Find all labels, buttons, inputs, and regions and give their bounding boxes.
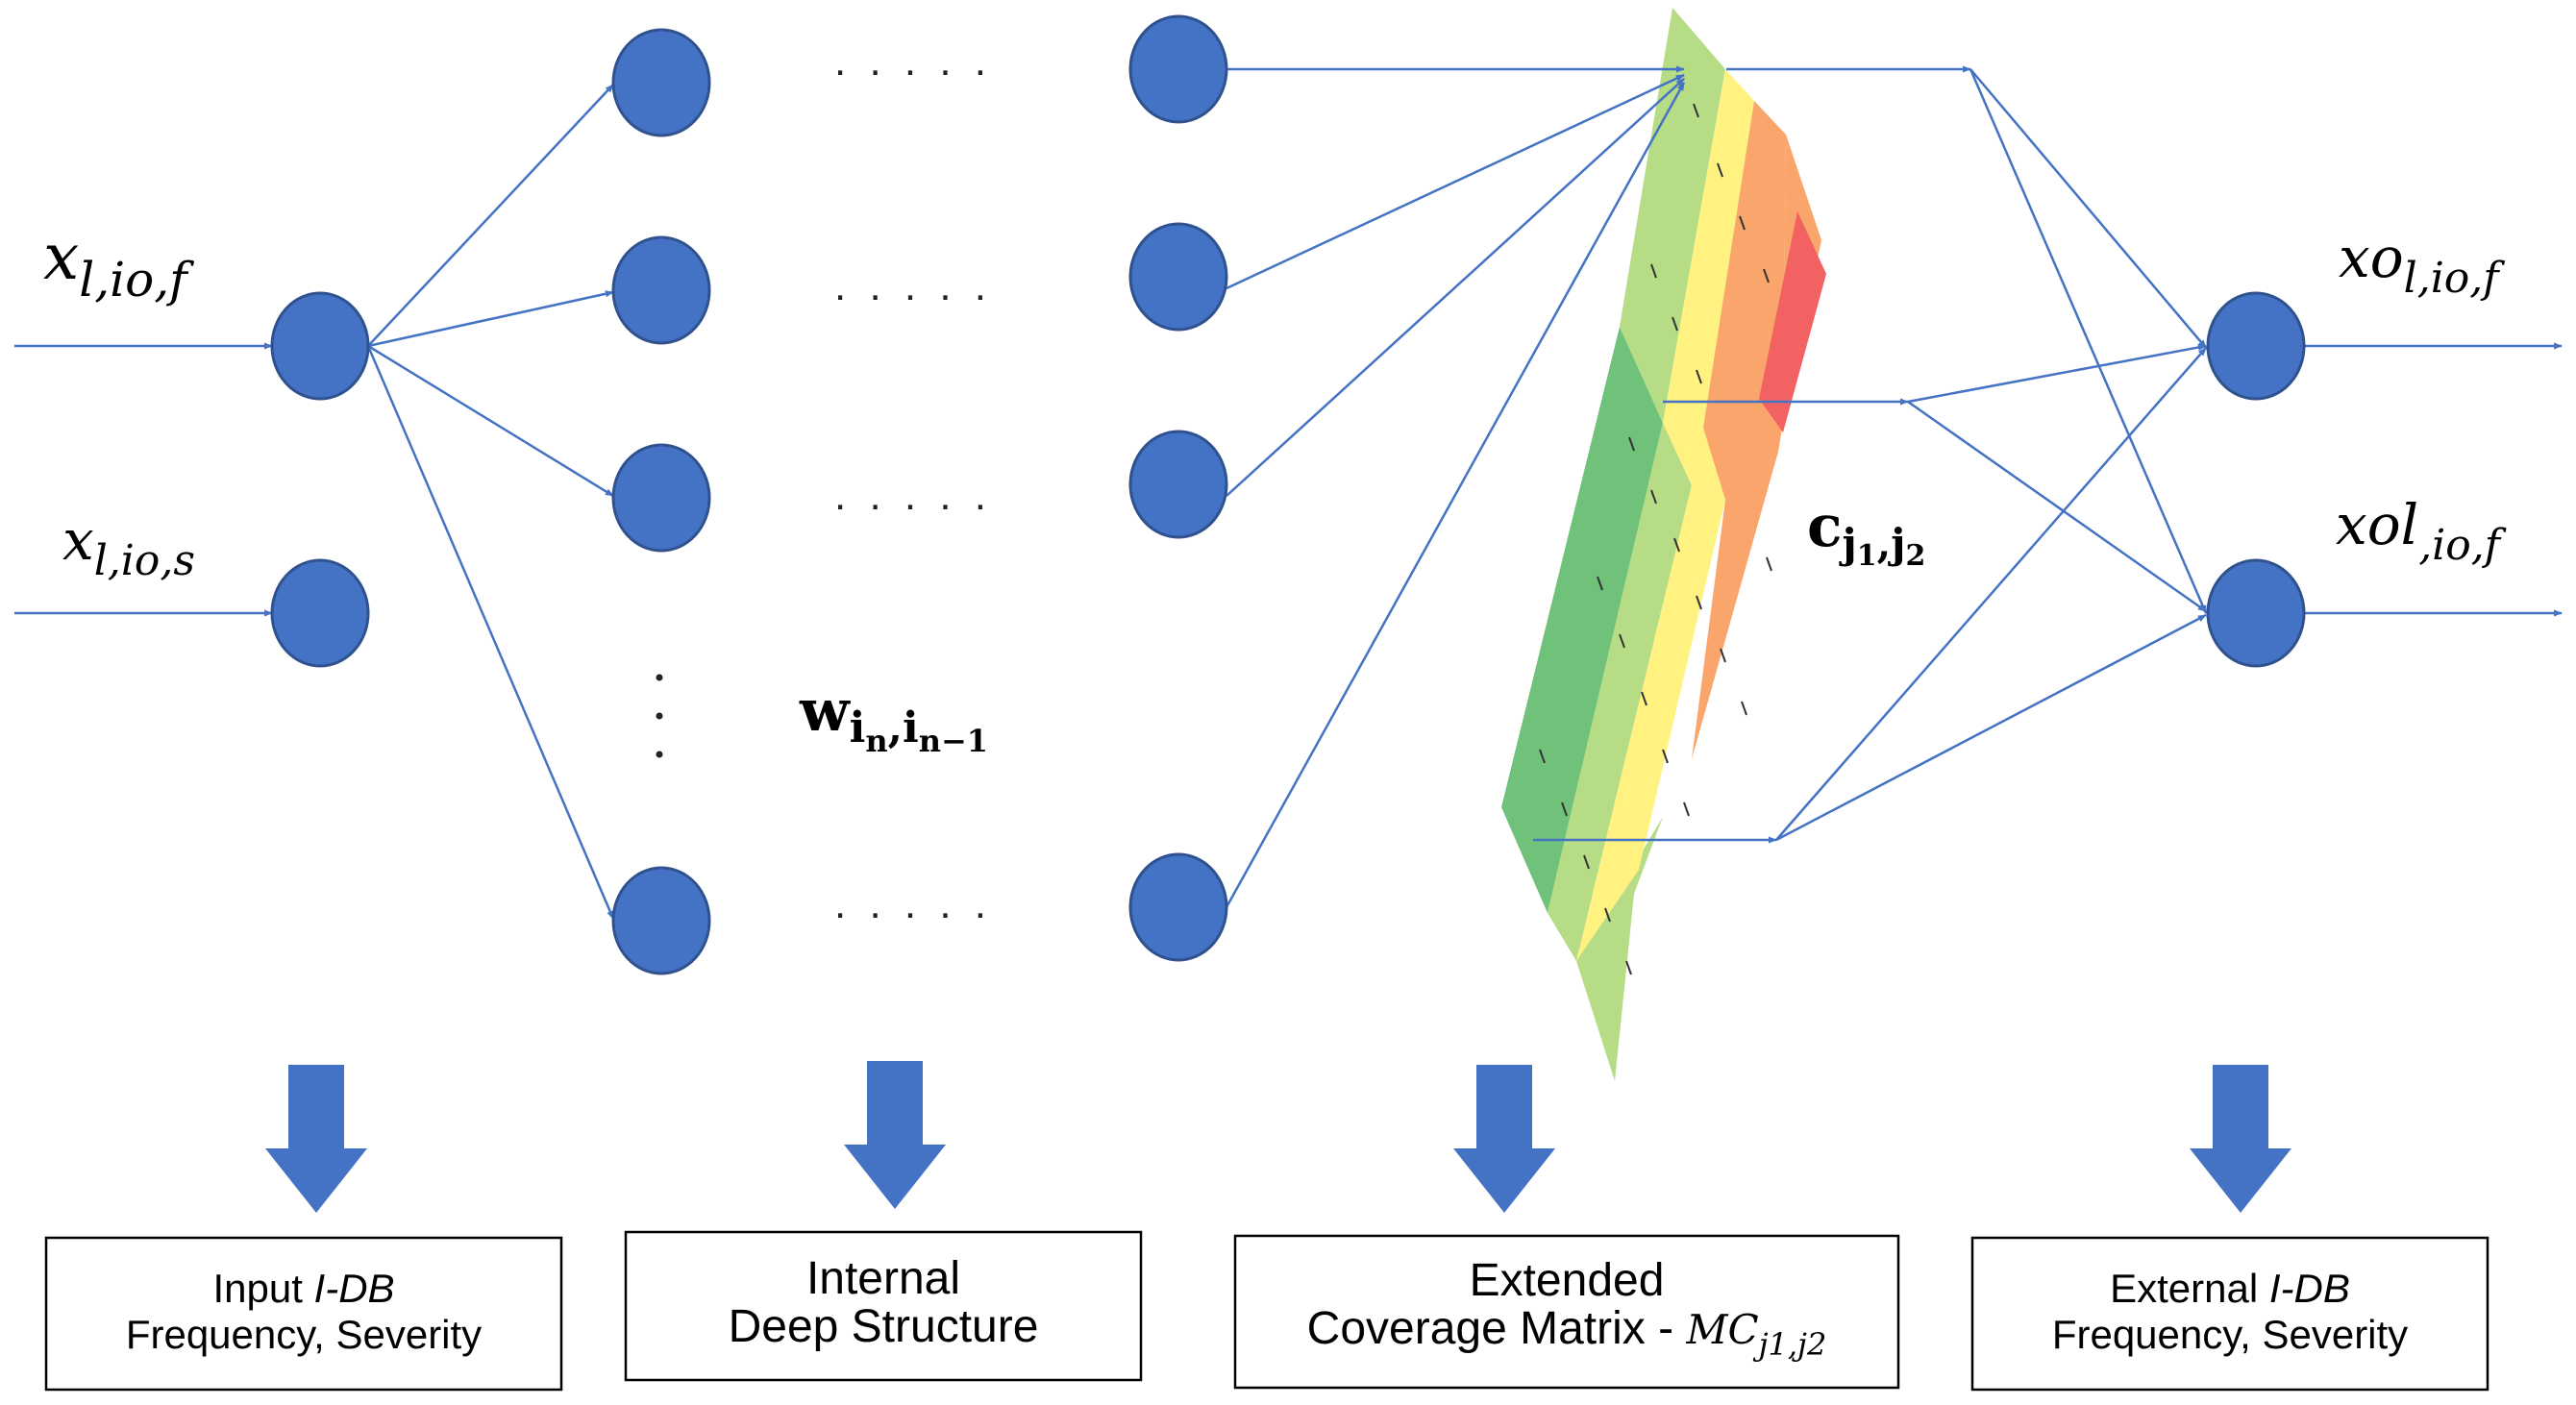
extended-box-line2: Coverage Matrix - (1307, 1303, 1673, 1354)
hidden-node-n-4 (1128, 852, 1228, 962)
input-node-frequency (270, 291, 370, 401)
matrix-cell-mark (1625, 960, 1632, 975)
matrix-cell-mark (1628, 436, 1635, 452)
output-node-2 (2206, 558, 2306, 668)
ellipsis-row-1: . . . . . (834, 37, 992, 85)
edge-in-h1-2 (367, 290, 614, 348)
matrix-band-dark-green (1501, 327, 1663, 913)
hidden-node-1-1 (611, 28, 711, 137)
external-box-word: External (2110, 1266, 2258, 1311)
edge-top-out2 (1969, 68, 2208, 614)
caption-box-internal: Internal Deep Structure (624, 1230, 1143, 1382)
internal-box-line1: Internal (806, 1253, 960, 1304)
internal-box-line2: Deep Structure (729, 1301, 1039, 1352)
down-arrows (265, 1061, 2291, 1213)
hidden-node-n-1 (1128, 14, 1228, 124)
coverage-matrix (1501, 8, 1826, 1081)
hidden-node-n-3 (1128, 430, 1228, 539)
matrix-cell-mark (1641, 691, 1647, 706)
ellipsis-row-2: . . . . . (834, 262, 992, 309)
ellipsis-row-3: . . . . . (834, 472, 992, 519)
svg-text:External I-DB: External I-DB (2110, 1266, 2350, 1311)
input-box-word: Input (212, 1266, 303, 1311)
weights-label: win,in−1 (799, 678, 988, 759)
svg-text:Input I-DB: Input I-DB (212, 1266, 394, 1311)
matrix-band-light-green-lower2 (1576, 817, 1663, 1081)
vertical-ellipsis (656, 674, 663, 758)
down-arrow-input (265, 1065, 367, 1213)
matrix-cell-mark (1583, 854, 1590, 870)
edge-hn2-matrix (1226, 73, 1685, 290)
edge-mid-out1 (1907, 343, 2207, 404)
matrix-cell-mark (1693, 103, 1699, 118)
matrix-band-orange (1692, 101, 1786, 759)
matrix-cell-mark (1672, 316, 1678, 332)
matrix-cell-mark (1717, 162, 1723, 178)
hidden-node-1-3 (611, 443, 711, 553)
edge-in-h1-4 (366, 345, 615, 920)
input-label-severity: xl,io,s (62, 507, 195, 585)
input-box-italic: I-DB (314, 1266, 395, 1311)
matrix-cell-mark (1696, 595, 1702, 610)
matrix-band-light-green-lower (1548, 423, 1692, 961)
matrix-cell-mark (1539, 749, 1546, 764)
down-arrow-internal (844, 1061, 946, 1209)
edge-hn4-matrix (1225, 82, 1686, 908)
edge-in-h1-3 (367, 344, 614, 498)
coverage-label: cj1,j2 (1807, 493, 1925, 573)
edge-bot-out2 (1775, 613, 2207, 842)
caption-box-input: Input I-DB Frequency, Severity (44, 1236, 563, 1392)
matrix-band-red (1759, 211, 1826, 432)
output-label-2: xol,io,f (2336, 492, 2507, 570)
output-node-1 (2206, 291, 2306, 401)
edge-mid-out2 (1907, 400, 2207, 613)
edge-in-h1-1 (367, 84, 614, 347)
output-label-1: xol,io,f (2339, 225, 2505, 303)
input-node-severity (270, 558, 370, 668)
input-label-frequency: xl,io,f (43, 220, 194, 308)
matrix-cell-mark (1561, 801, 1568, 817)
matrix-band-light-green-upper (1620, 8, 1725, 423)
matrix-cell-mark (1604, 907, 1611, 923)
matrix-cell-mark (1650, 263, 1657, 279)
input-box-line2: Frequency, Severity (126, 1312, 482, 1357)
matrix-cell-mark (1766, 556, 1772, 572)
edge-top-out1 (1969, 68, 2207, 349)
hidden-node-1-2 (611, 235, 711, 345)
matrix-cell-mark (1739, 215, 1746, 231)
ellipsis-row-4: . . . . . (834, 880, 992, 927)
down-arrow-extended (1453, 1065, 1555, 1213)
matrix-cell-mark (1650, 489, 1657, 505)
hidden-node-1-4 (611, 866, 711, 975)
matrix-cell-mark (1696, 369, 1702, 384)
network-nodes (270, 14, 2306, 975)
network-edges (14, 65, 2563, 920)
hidden-node-n-2 (1128, 222, 1228, 332)
edge-bot-out1 (1775, 347, 2207, 841)
matrix-cell-mark (1619, 633, 1625, 649)
matrix-cell-mark (1597, 576, 1603, 591)
external-box-line2: Frequency, Severity (2052, 1312, 2408, 1357)
external-box-italic: I-DB (2269, 1266, 2350, 1311)
caption-box-extended: Extended Coverage Matrix - MCj1,j2 (1233, 1234, 1900, 1390)
edge-hn3-matrix (1226, 78, 1685, 497)
matrix-band-yellow (1576, 69, 1754, 961)
matrix-cell-mark (1741, 701, 1747, 716)
down-arrow-external (2190, 1065, 2291, 1213)
matrix-cell-mark (1673, 537, 1680, 553)
extended-box-line1: Extended (1470, 1255, 1665, 1306)
extended-box-math-sub: j1,j2 (1753, 1326, 1827, 1363)
extended-box-math: MC (1685, 1306, 1758, 1353)
matrix-cell-mark (1720, 648, 1726, 663)
matrix-cell-mark (1662, 749, 1669, 764)
matrix-cell-mark (1763, 268, 1770, 283)
svg-text:Coverage Matrix - MCj1,j2: Coverage Matrix - MCj1,j2 (1307, 1303, 1827, 1363)
caption-box-external: External I-DB Frequency, Severity (1970, 1236, 2489, 1392)
matrix-cell-mark (1683, 801, 1690, 817)
matrix-cell-marks (1539, 103, 1772, 975)
